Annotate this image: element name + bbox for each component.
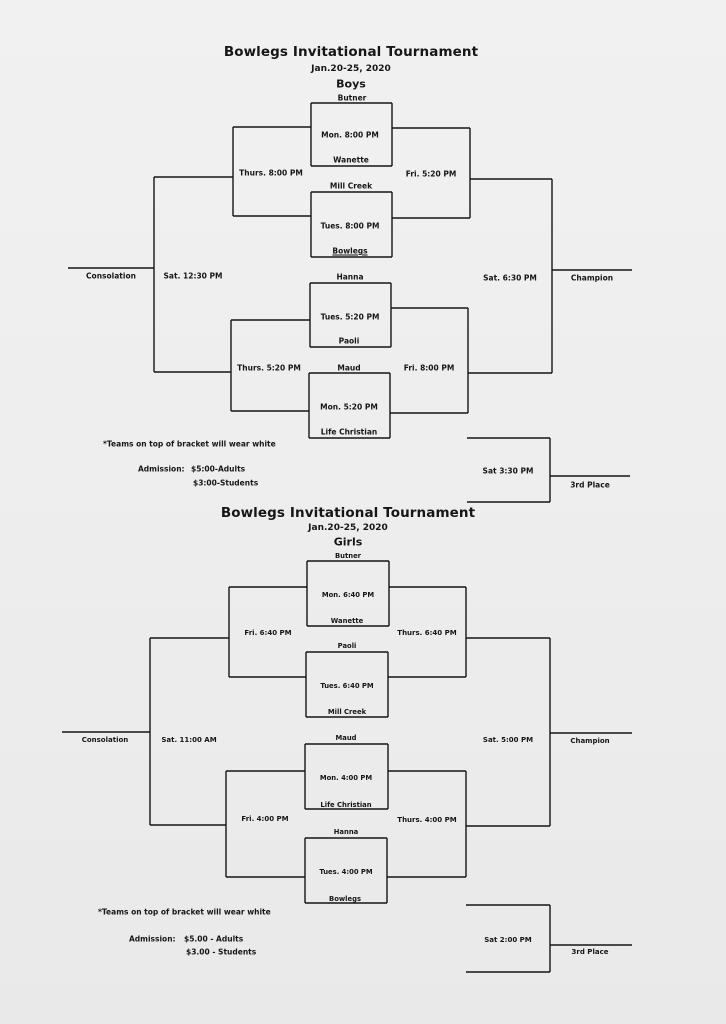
- girls-division: Girls: [333, 535, 363, 549]
- boys-left-bottom-time: Thurs. 5:20 PM: [237, 363, 301, 373]
- boys-right-bottom-time: Fri. 8:00 PM: [403, 363, 455, 373]
- boys-third-place-label: 3rd Place: [570, 480, 610, 490]
- boys-team-1: Butner: [337, 93, 367, 103]
- girls-team-6: Life Christian: [320, 801, 372, 809]
- girls-admission-students: $3.00 - Students: [186, 947, 257, 957]
- girls-game-3-time: Mon. 4:00 PM: [319, 774, 373, 782]
- girls-dates: Jan.20-25, 2020: [308, 523, 388, 533]
- girls-team-7: Hanna: [333, 828, 359, 836]
- boys-team-7: Maud: [337, 363, 361, 373]
- boys-team-6: Paoli: [338, 336, 360, 346]
- girls-right-final-time: Sat. 5:00 PM: [482, 736, 534, 744]
- boys-note: *Teams on top of bracket will wear white: [103, 439, 276, 449]
- boys-game-3-time: Tues. 5:20 PM: [320, 312, 380, 322]
- boys-left-final-time: Sat. 12:30 PM: [163, 271, 223, 281]
- boys-game-2-time: Tues. 8:00 PM: [320, 221, 380, 231]
- girls-team-2: Wanette: [330, 617, 364, 625]
- boys-right-final-time: Sat. 6:30 PM: [483, 273, 537, 283]
- boys-right-top-time: Fri. 5:20 PM: [405, 169, 457, 179]
- girls-left-top-time: Fri. 6:40 PM: [244, 629, 292, 637]
- boys-team-3: Mill Creek: [329, 181, 373, 191]
- boys-team-5: Hanna: [336, 272, 364, 282]
- boys-team-2: Wanette: [333, 155, 369, 165]
- girls-right-bottom-time: Thurs. 4:00 PM: [397, 816, 457, 824]
- boys-admission-students: $3:00-Students: [193, 478, 259, 488]
- boys-game-4-time: Mon. 5:20 PM: [320, 402, 378, 412]
- girls-champion-label: Champion: [570, 737, 610, 745]
- boys-game-1-time: Mon. 8:00 PM: [321, 130, 379, 140]
- girls-left-final-time: Sat. 11:00 AM: [161, 736, 217, 744]
- girls-admission-adults: $5.00 - Adults: [184, 934, 244, 944]
- boys-team-8: Life Christian: [320, 427, 378, 437]
- girls-consolation-label: Consolation: [81, 736, 129, 744]
- girls-team-4: Mill Creek: [327, 708, 367, 716]
- boys-team-4: Bowlegs: [332, 246, 368, 256]
- girls-left-bottom-time: Fri. 4:00 PM: [241, 815, 289, 823]
- girls-game-4-time: Tues. 4:00 PM: [319, 868, 373, 876]
- girls-team-8: Bowlegs: [329, 895, 361, 903]
- boys-bracket-lines: [68, 102, 632, 503]
- boys-admission-adults: $5:00-Adults: [191, 464, 246, 474]
- girls-game-1-time: Mon. 6:40 PM: [321, 591, 375, 599]
- girls-title: Bowlegs Invitational Tournament: [220, 505, 476, 521]
- girls-game-2-time: Tues. 6:40 PM: [320, 682, 374, 690]
- boys-champion-label: Champion: [570, 273, 614, 283]
- girls-right-top-time: Thurs. 6:40 PM: [397, 629, 457, 637]
- boys-admission-label: Admission:: [138, 464, 185, 474]
- girls-third-place-label: 3rd Place: [571, 948, 609, 956]
- girls-third-game-time: Sat 2:00 PM: [484, 936, 532, 944]
- girls-note: *Teams on top of bracket will wear white: [98, 907, 271, 917]
- girls-team-3: Paoli: [337, 642, 357, 650]
- boys-dates: Jan.20-25, 2020: [311, 64, 391, 74]
- girls-team-1: Butner: [334, 552, 362, 560]
- boys-third-game-time: Sat 3:30 PM: [482, 466, 534, 476]
- girls-bracket-lines: [62, 560, 632, 973]
- boys-left-top-time: Thurs. 8:00 PM: [239, 168, 303, 178]
- boys-title: Bowlegs Invitational Tournament: [223, 44, 479, 60]
- boys-consolation-label: Consolation: [86, 271, 136, 281]
- girls-admission-label: Admission:: [129, 934, 176, 944]
- boys-division: Boys: [336, 77, 366, 91]
- girls-team-5: Maud: [335, 734, 357, 742]
